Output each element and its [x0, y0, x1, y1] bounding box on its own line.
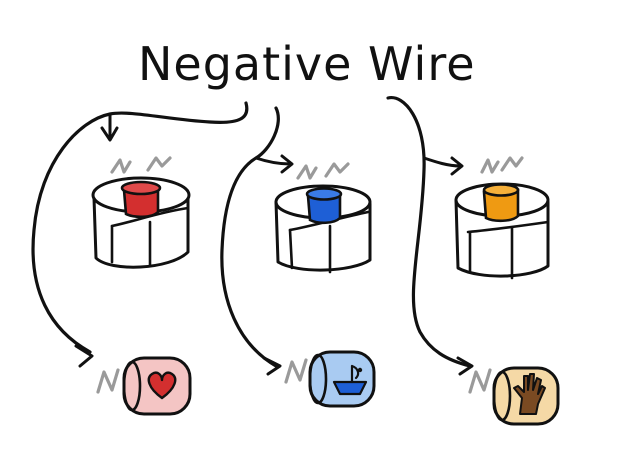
- hand-icon: [513, 373, 546, 415]
- arrow-to-hand-cap: [456, 356, 474, 376]
- arrow-to-blue-terminal: [254, 154, 294, 174]
- arrow-to-orange-terminal: [422, 156, 464, 176]
- heart-icon: [147, 371, 177, 400]
- red-terminal: [91, 156, 191, 269]
- hand-cap: [468, 366, 560, 426]
- diagram-title: Negative Wire: [138, 37, 476, 91]
- boat-cap: [284, 350, 376, 408]
- arrow-to-heart-cap: [74, 344, 94, 368]
- wire-blue: [220, 106, 280, 368]
- arrow-to-red-terminal: [100, 112, 119, 142]
- wire-orange: [386, 96, 472, 368]
- arrow-to-boat-cap: [262, 356, 282, 376]
- wire-red: [31, 101, 249, 354]
- blue-terminal: [274, 162, 372, 274]
- boat-icon: [332, 364, 368, 396]
- orange-terminal: [454, 156, 550, 280]
- heart-cap: [96, 356, 192, 416]
